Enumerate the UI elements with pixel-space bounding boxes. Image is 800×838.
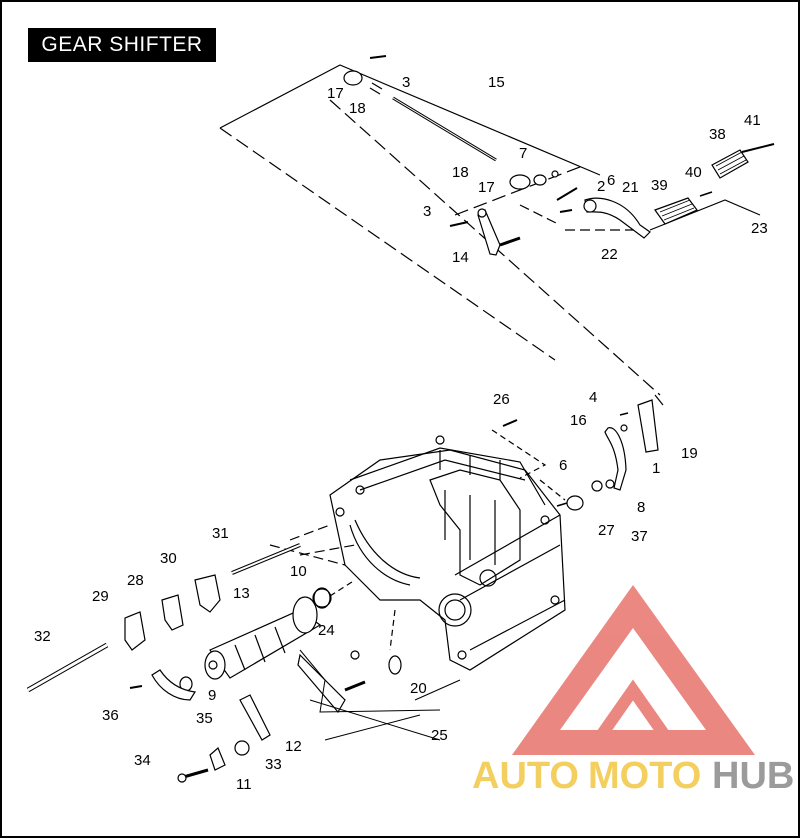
diagram-title: GEAR SHIFTER (28, 28, 216, 62)
callout-17b: 17 (478, 179, 495, 196)
callout-24: 24 (318, 622, 335, 639)
callout-25: 25 (431, 727, 448, 744)
callout-38: 38 (709, 126, 726, 143)
watermark-moto: MOTO (588, 755, 701, 797)
callout-15: 15 (488, 74, 505, 91)
callout-37: 37 (631, 528, 648, 545)
callout-41: 41 (744, 112, 761, 129)
callout-19: 19 (681, 445, 698, 462)
callout-14: 14 (452, 249, 469, 266)
watermark: AUTO MOTO HUB (472, 585, 794, 797)
callout-17a: 17 (327, 85, 344, 102)
callout-23: 23 (751, 220, 768, 237)
callout-3b: 3 (423, 203, 431, 220)
callout-32: 32 (34, 628, 51, 645)
callout-22: 22 (601, 246, 618, 263)
callout-36: 36 (102, 707, 119, 724)
callout-18a: 18 (349, 100, 366, 117)
callout-6a: 6 (607, 172, 615, 189)
callout-27: 27 (598, 522, 615, 539)
callout-35: 35 (196, 710, 213, 727)
callout-18b: 18 (452, 164, 469, 181)
watermark-hub: HUB (712, 755, 794, 797)
triangle-logo-icon (512, 585, 755, 755)
callout-13: 13 (233, 585, 250, 602)
callout-39: 39 (651, 177, 668, 194)
callout-10: 10 (290, 563, 307, 580)
callout-21: 21 (622, 179, 639, 196)
group-15-bracket (219, 64, 601, 176)
callout-4: 4 (589, 389, 597, 406)
callout-40: 40 (685, 164, 702, 181)
callout-6b: 6 (559, 457, 567, 474)
callout-34: 34 (134, 752, 151, 769)
callout-9: 9 (208, 687, 216, 704)
callout-29: 29 (92, 588, 109, 605)
callout-labels: 17 18 3 15 7 18 17 2 6 21 3 14 22 39 40 … (34, 74, 768, 793)
callout-31: 31 (212, 525, 229, 542)
callout-26: 26 (493, 391, 510, 408)
callout-28: 28 (127, 572, 144, 589)
callout-16: 16 (570, 412, 587, 429)
callout-7: 7 (519, 145, 527, 162)
callout-3a: 3 (402, 74, 410, 91)
transmission-case (329, 449, 566, 671)
callout-11: 11 (236, 776, 252, 793)
callout-33: 33 (265, 756, 282, 773)
callout-20: 20 (410, 680, 427, 697)
callout-8: 8 (637, 499, 645, 516)
callout-12: 12 (285, 738, 302, 755)
callout-1: 1 (652, 460, 660, 477)
callout-2: 2 (597, 178, 605, 195)
watermark-auto: AUTO (472, 755, 579, 797)
callout-30: 30 (160, 550, 177, 567)
